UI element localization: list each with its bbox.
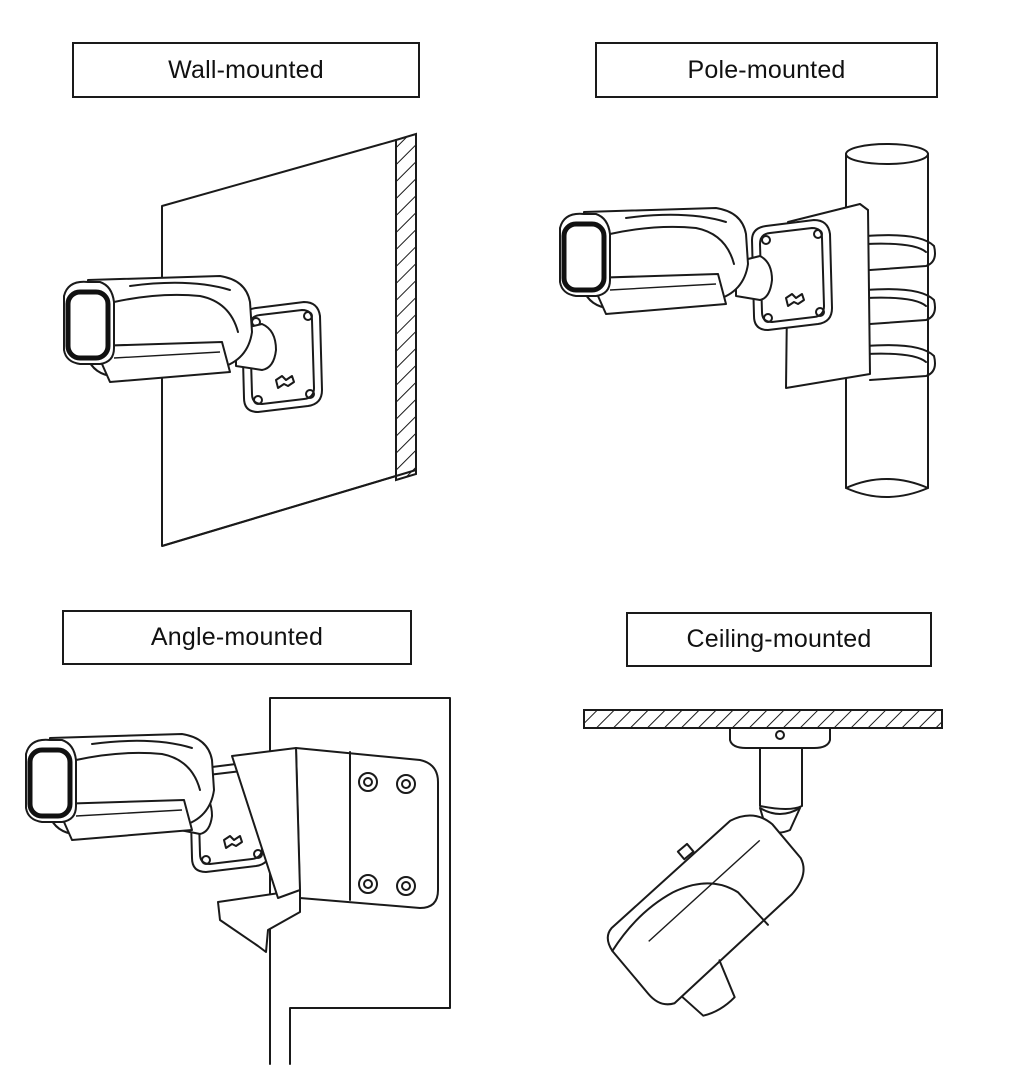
wall-mounted-label: Wall-mounted [72,42,420,98]
bolt-group [358,772,416,896]
angle-mounted-label: Angle-mounted [62,610,412,665]
pole-clamp-icon [865,234,936,381]
ceiling-mounted-label: Ceiling-mounted [626,612,932,667]
wall-edge-hatch [395,132,417,482]
angle-mounted-illustration [26,697,451,1065]
bullet-camera-icon [64,276,252,382]
bullet-camera-icon [560,208,748,314]
ceiling [583,709,943,729]
bullet-camera-icon [26,734,214,840]
ceiling-plate-icon [729,727,831,810]
bullet-camera-icon [606,814,805,1017]
ceiling-mounted-illustration [583,709,943,1017]
pole-mounted-label: Pole-mounted [595,42,938,98]
pole-mounted-illustration [560,143,936,498]
wall-mounted-illustration [64,132,417,547]
